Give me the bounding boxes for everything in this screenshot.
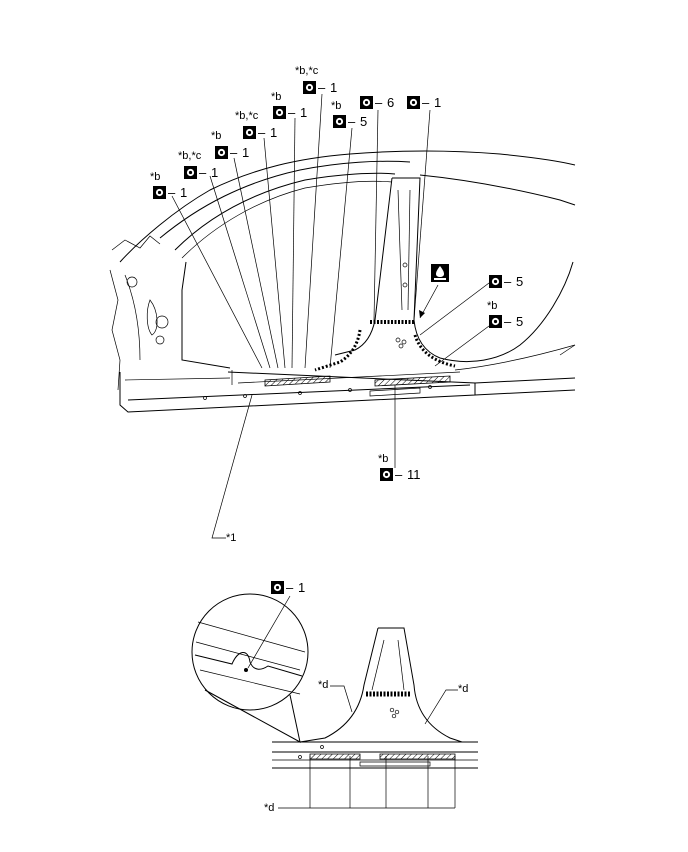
callout-dash: – bbox=[230, 145, 238, 160]
callout-0: *b – 1 bbox=[150, 171, 187, 200]
spot-weld-icon bbox=[153, 186, 166, 199]
detail-view: – 1 *d *d *d bbox=[191, 580, 478, 814]
callout-1: *b,*c – 1 bbox=[178, 150, 218, 180]
note-d-right: *d bbox=[458, 683, 468, 695]
leader-lines bbox=[171, 93, 490, 539]
callout-dash: – bbox=[286, 580, 294, 595]
callout-note: *b bbox=[271, 91, 281, 103]
callout-9: – 5 bbox=[489, 274, 523, 289]
spot-weld-icon bbox=[380, 468, 393, 481]
callout-value: 1 bbox=[330, 80, 337, 95]
body-side-outline bbox=[109, 150, 576, 413]
callout-note: *b bbox=[378, 453, 388, 465]
callout-value: 1 bbox=[180, 185, 187, 200]
callout-value: 1 bbox=[211, 165, 218, 180]
callout-value: 1 bbox=[270, 125, 277, 140]
callout-10: *b – 5 bbox=[487, 300, 523, 329]
spot-weld-icon bbox=[360, 96, 373, 109]
callout-value: 5 bbox=[360, 114, 367, 129]
spot-weld-icon bbox=[243, 126, 256, 139]
callout-note: *b bbox=[487, 300, 497, 312]
callout-value: 11 bbox=[407, 467, 421, 482]
spot-weld-icon bbox=[303, 81, 316, 94]
detail-callout: – 1 bbox=[271, 580, 305, 595]
sealer-icon bbox=[431, 264, 449, 282]
callout-value: 1 bbox=[434, 95, 441, 110]
spot-weld-icon bbox=[273, 106, 286, 119]
callout-3: *b,*c – 1 bbox=[235, 110, 277, 140]
callout-dash: – bbox=[258, 125, 266, 140]
callout-value: 6 bbox=[387, 95, 394, 110]
callout-value: 1 bbox=[298, 580, 305, 595]
callout-2: *b – 1 bbox=[211, 130, 249, 160]
callout-4: *b – 1 bbox=[271, 91, 307, 120]
callout-group: *b – 1 *b,*c – 1 *b – 1 *b,*c – 1 *b bbox=[150, 65, 523, 544]
callout-value: 5 bbox=[516, 314, 523, 329]
callout-note: *b,*c bbox=[235, 110, 259, 122]
callout-value: 1 bbox=[300, 105, 307, 120]
callout-dash: – bbox=[318, 80, 326, 95]
spot-weld-icon bbox=[489, 275, 502, 288]
callout-note: *b,*c bbox=[178, 150, 202, 162]
reference-label: *1 bbox=[226, 532, 236, 544]
note-d-left: *d bbox=[318, 679, 328, 691]
callout-dash: – bbox=[422, 95, 430, 110]
spot-weld-icon bbox=[271, 581, 284, 594]
callout-dash: – bbox=[504, 274, 512, 289]
callout-note: *b bbox=[211, 130, 221, 142]
callout-dash: – bbox=[504, 314, 512, 329]
callout-value: 1 bbox=[242, 145, 249, 160]
callout-11: *b – 11 bbox=[378, 453, 421, 482]
spot-weld-icon bbox=[489, 315, 502, 328]
spot-weld-icon bbox=[215, 146, 228, 159]
callout-dash: – bbox=[168, 185, 176, 200]
callout-dash: – bbox=[288, 105, 296, 120]
spot-weld-icon bbox=[333, 115, 346, 128]
callout-dash: – bbox=[199, 165, 207, 180]
callout-dash: – bbox=[348, 114, 356, 129]
callout-8: – 1 bbox=[407, 95, 441, 110]
note-d-bottom: *d bbox=[264, 802, 274, 814]
callout-note: *b bbox=[150, 171, 160, 183]
callout-note: *b bbox=[331, 100, 341, 112]
callout-6: *b – 5 bbox=[331, 100, 367, 129]
callout-dash: – bbox=[375, 95, 383, 110]
callout-5: *b,*c – 1 bbox=[295, 65, 337, 95]
callout-note: *b,*c bbox=[295, 65, 319, 77]
callout-dash: – bbox=[395, 467, 403, 482]
spot-weld-icon bbox=[407, 96, 420, 109]
callout-value: 5 bbox=[516, 274, 523, 289]
spot-weld-icon bbox=[184, 166, 197, 179]
callout-7: – 6 bbox=[360, 95, 394, 110]
